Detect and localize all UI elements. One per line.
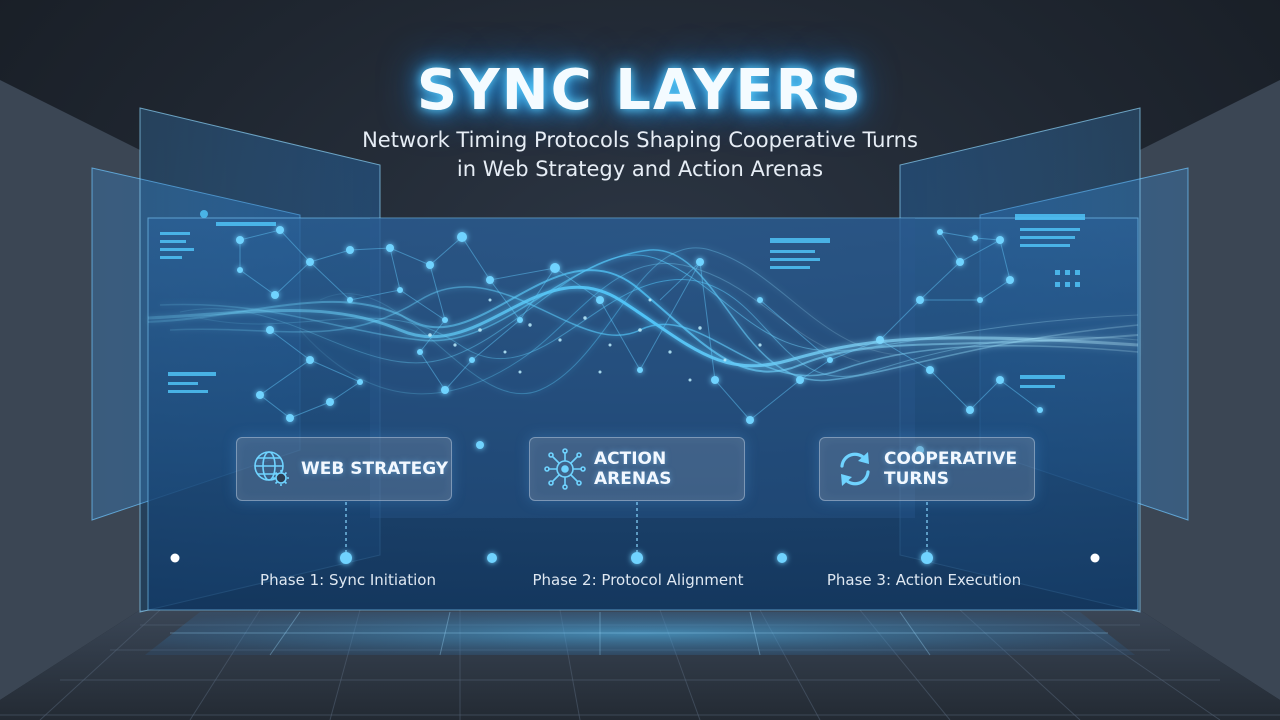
timeline — [170, 502, 1100, 564]
web-strategy-card[interactable]: WEB STRATEGY — [236, 437, 452, 501]
cooperative-turns-card[interactable]: COOPERATIVE TURNS — [819, 437, 1035, 501]
card-label-line-2: TURNS — [884, 469, 949, 489]
right-panel-ui-bars — [770, 214, 1085, 388]
subtitle-line-2: in Web Strategy and Action Arenas — [456, 157, 824, 181]
phase-label-1: Phase 1: Sync Initiation — [260, 571, 436, 589]
timeline-node — [631, 552, 643, 564]
timeline-start — [170, 553, 180, 563]
network-nodes — [236, 226, 1043, 454]
card-label-line-2: ARENAS — [594, 469, 672, 489]
card-label: WEB STRATEGY — [301, 459, 449, 479]
subtitle-line-1: Network Timing Protocols Shaping Coopera… — [362, 128, 918, 152]
wave-particles — [428, 298, 762, 382]
floor-light-pad — [145, 612, 1135, 655]
phase-label-2: Phase 2: Protocol Alignment — [532, 571, 744, 589]
timeline-node — [487, 553, 497, 563]
card-label-line-1: ACTION — [594, 449, 667, 469]
main-display-panel — [147, 217, 1139, 611]
left-panel-ui-bars — [160, 210, 276, 393]
refresh-arrows-icon — [840, 452, 870, 486]
center-inner-panel — [370, 218, 915, 518]
timeline-end — [1090, 553, 1100, 563]
action-arenas-card[interactable]: ACTION ARENAS — [529, 437, 745, 501]
arena-circuit-icon — [544, 448, 586, 490]
card-label-line-1: COOPERATIVE — [884, 449, 1018, 469]
phase-label-3: Phase 3: Action Execution — [826, 571, 1022, 589]
signal-waves — [147, 247, 1139, 395]
page-title: SYNC LAYERS — [416, 58, 864, 123]
timeline-node — [777, 553, 787, 563]
globe-gear-icon — [254, 451, 289, 486]
timeline-node — [921, 552, 933, 564]
timeline-node — [340, 552, 352, 564]
